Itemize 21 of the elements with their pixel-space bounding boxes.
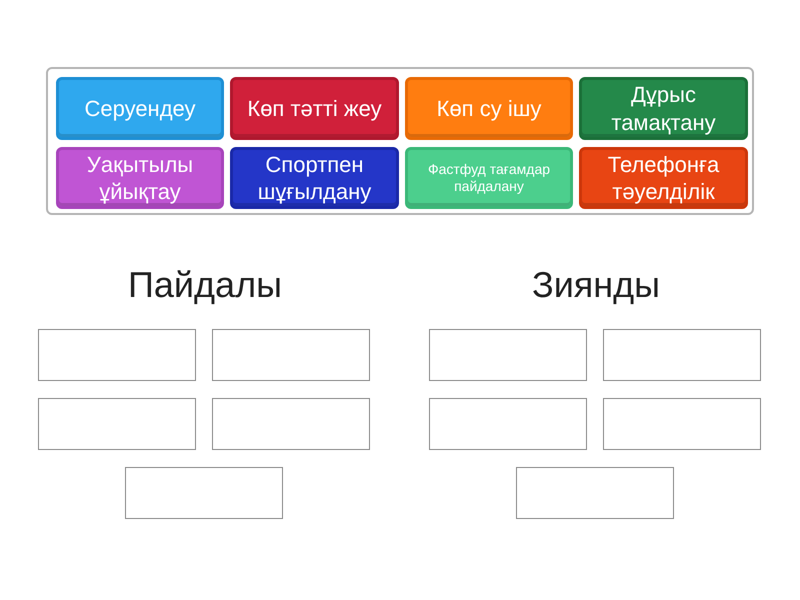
word-tile: Көп тәтті жеу bbox=[230, 77, 399, 140]
drop-box bbox=[603, 398, 761, 450]
word-tile: Көп су ішу bbox=[405, 77, 573, 140]
column-heading: Пайдалы bbox=[128, 263, 282, 307]
drop-box bbox=[38, 329, 196, 381]
drop-box bbox=[429, 329, 587, 381]
column-heading: Зиянды bbox=[532, 263, 660, 307]
word-tile: Дұрыс тамақтану bbox=[579, 77, 748, 140]
drop-box bbox=[516, 467, 674, 519]
word-tile: Телефонға тәуелділік bbox=[579, 147, 748, 209]
word-tile: Уақытылы ұйықтау bbox=[56, 147, 224, 209]
drop-box bbox=[212, 329, 370, 381]
tile-panel bbox=[46, 67, 754, 215]
word-tile: Спортпен шұғылдану bbox=[230, 147, 399, 209]
drop-box bbox=[603, 329, 761, 381]
word-tile: Серуендеу bbox=[56, 77, 224, 140]
drop-box bbox=[38, 398, 196, 450]
drop-box bbox=[429, 398, 587, 450]
word-tile: Фастфуд тағамдар пайдалану bbox=[405, 147, 573, 209]
drop-box bbox=[212, 398, 370, 450]
drop-box bbox=[125, 467, 283, 519]
